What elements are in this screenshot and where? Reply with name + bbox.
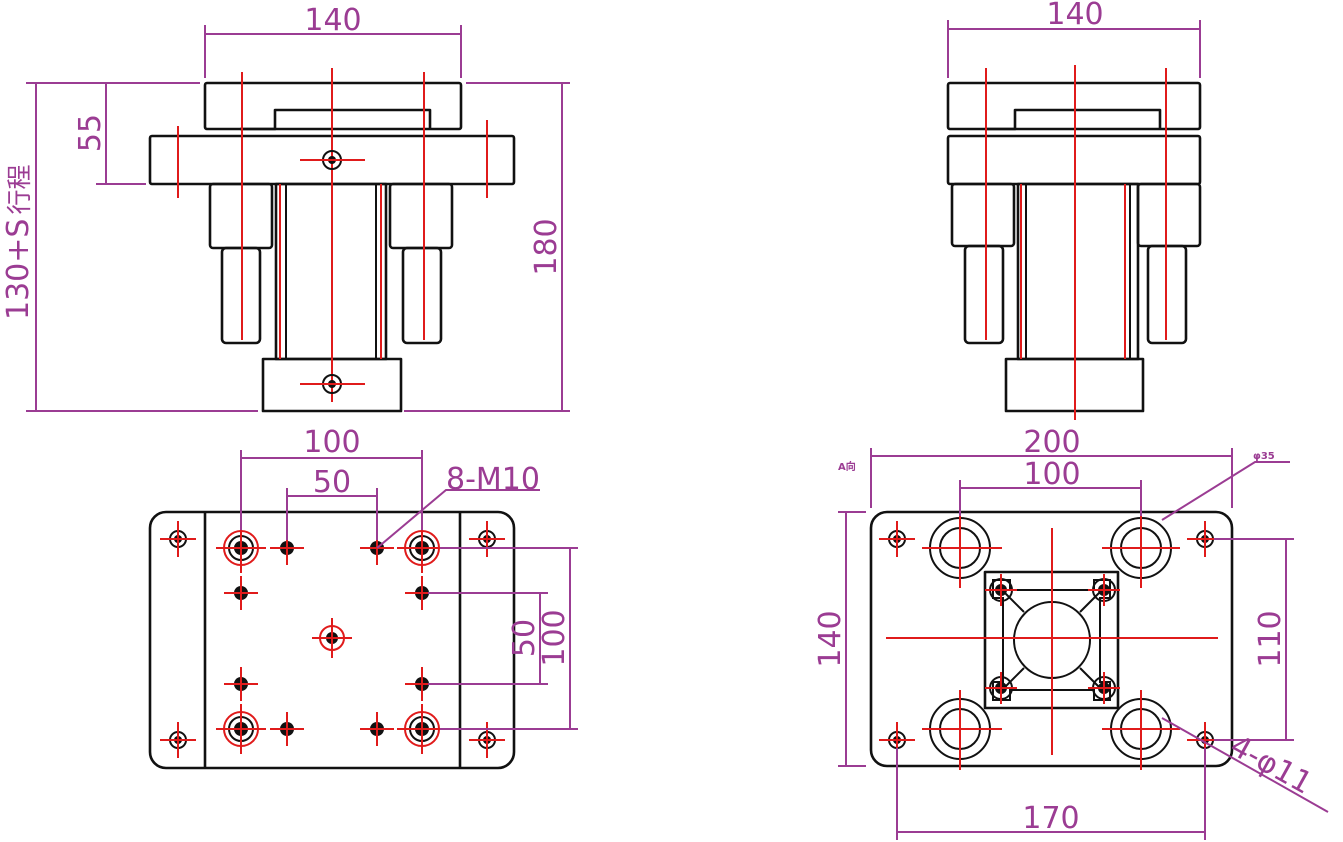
mounting-hole xyxy=(1187,521,1223,557)
front-right-guide xyxy=(388,182,454,250)
leader-bottom-thread xyxy=(376,489,540,549)
flange-plate-outline xyxy=(869,510,1234,768)
callout-flange-bore: φ35 xyxy=(1253,451,1275,462)
dim-front-top-width: 140 xyxy=(304,3,361,38)
counterbore-hole xyxy=(397,704,447,754)
side-cylinder-tube xyxy=(1016,182,1140,361)
counterbore-hole xyxy=(397,523,447,573)
flange-large-hole xyxy=(1102,690,1180,770)
front-view: 140 55 130+S 行程 180 xyxy=(1,3,570,413)
dim-flange-height: 140 xyxy=(813,610,848,667)
thread-hole xyxy=(224,576,258,610)
dim-flange-width: 200 xyxy=(1023,425,1080,460)
flange-view-label: A向 xyxy=(838,460,856,473)
bottom-view: 100 50 8-M10 50 100 xyxy=(148,425,578,770)
flange-view: A向 200 100 φ35 140 110 170 4-φ11 xyxy=(813,425,1329,840)
flange-block-outer xyxy=(983,570,1120,710)
thread-hole xyxy=(224,667,258,701)
dim-flange-v-pitch: 110 xyxy=(1253,610,1288,667)
bottom-center-port xyxy=(312,618,352,658)
side-left-guide xyxy=(950,182,1016,248)
side-top-step xyxy=(985,108,1162,131)
mounting-hole xyxy=(469,521,505,557)
callout-bottom-thread: 8-M10 xyxy=(446,462,540,497)
front-top-step xyxy=(240,108,432,131)
dim-front-total-height: 180 xyxy=(529,218,564,275)
flange-rib xyxy=(1079,591,1101,613)
bottom-corner-holes xyxy=(160,521,505,758)
counterbore-hole xyxy=(216,523,266,573)
dim-flange-h-pitch: 170 xyxy=(1022,801,1079,836)
bottom-plate-outline xyxy=(148,510,516,770)
flange-corner-holes xyxy=(879,521,1223,758)
dim-front-flange-height: 55 xyxy=(73,114,108,152)
front-right-rod xyxy=(401,246,443,345)
counterbore-hole xyxy=(216,704,266,754)
dim-bottom-v-inner: 50 xyxy=(507,619,542,657)
dim-flange-pitch: 100 xyxy=(1023,457,1080,492)
front-port-upper xyxy=(300,150,365,170)
front-port-lower xyxy=(300,374,365,394)
leader-flange-holes xyxy=(1161,717,1329,813)
dim-front-stroke-value: 130+S xyxy=(1,219,36,320)
thread-hole xyxy=(360,712,394,746)
thread-hole xyxy=(270,712,304,746)
flange-rib xyxy=(1003,591,1025,613)
flange-large-hole xyxy=(922,690,1002,770)
dim-side-top-width: 140 xyxy=(1046,0,1103,32)
mounting-hole xyxy=(469,722,505,758)
flange-small-hole xyxy=(985,574,1017,606)
dim-front-stroke-suffix: 行程 xyxy=(5,165,34,215)
thread-hole xyxy=(270,531,304,565)
dim-bottom-outer-pitch: 100 xyxy=(303,425,360,460)
flange-small-hole xyxy=(1088,672,1120,704)
dim-bottom-inner-pitch: 50 xyxy=(313,465,351,500)
flange-large-holes xyxy=(922,508,1180,770)
dim-front-stroke-height: 130+S 行程 xyxy=(1,165,36,320)
mounting-hole xyxy=(879,521,915,557)
flange-rib xyxy=(1003,667,1025,689)
flange-small-hole xyxy=(1088,574,1120,606)
dim-bottom-v-outer: 100 xyxy=(537,609,572,666)
side-left-rod xyxy=(963,244,1005,345)
side-view: 140 xyxy=(946,0,1202,420)
bottom-counterbore-holes xyxy=(216,523,447,754)
thread-hole xyxy=(405,576,439,610)
flange-large-hole xyxy=(922,508,1002,588)
mounting-hole xyxy=(160,722,196,758)
side-right-guide xyxy=(1136,182,1202,248)
flange-rib xyxy=(1079,667,1101,689)
flange-large-hole xyxy=(1102,508,1180,588)
mounting-hole xyxy=(160,521,196,557)
leader-flange-bore xyxy=(1161,461,1290,521)
flange-small-hole xyxy=(985,672,1017,704)
